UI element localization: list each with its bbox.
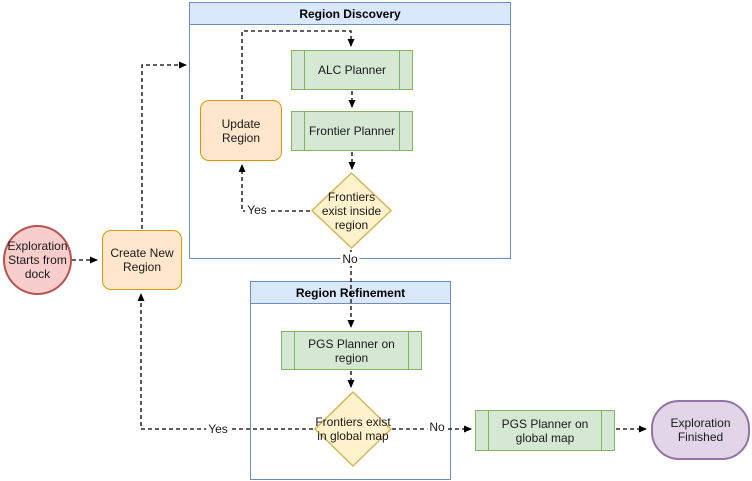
node-exploration-finished-label: Exploration Finished: [670, 416, 731, 444]
decision-diamond-shape: [314, 391, 392, 467]
node-alc-planner: ALC Planner: [291, 50, 413, 90]
edge-create-to-discovery: [141, 61, 187, 229]
decision-diamond-shape: [311, 172, 392, 249]
edge-decision2-yes-to-create: [137, 293, 313, 430]
node-pgs-planner-global-label: PGS Planner on global map: [501, 416, 589, 445]
process-stripe-left: [294, 332, 295, 369]
edge-decision1-yes-to-update: [238, 164, 310, 212]
node-alc-planner-label: ALC Planner: [317, 63, 387, 77]
process-stripe-left: [304, 112, 305, 150]
node-pgs-planner-global: PGS Planner on global map: [475, 410, 615, 451]
node-frontier-planner-label: Frontier Planner: [308, 124, 396, 138]
node-pgs-planner-region: PGS Planner on region: [281, 331, 422, 370]
node-exploration-start: Exploration Starts from dock: [3, 225, 72, 295]
container-region-discovery-title: Region Discovery: [190, 3, 510, 25]
process-stripe-right: [408, 332, 409, 369]
node-decision-frontiers-inside: Frontiers exist inside region: [311, 172, 392, 249]
node-create-new-region: Create New Region: [102, 230, 182, 290]
process-stripe-left: [304, 51, 305, 89]
node-update-region-label: Update Region: [221, 116, 261, 145]
node-pgs-planner-region-label: PGS Planner on region: [308, 336, 395, 365]
node-update-region: Update Region: [200, 100, 282, 161]
node-create-new-region-label: Create New Region: [110, 246, 174, 274]
edge-label-no-bottom: No: [427, 420, 447, 434]
edge-label-yes-top: Yes: [245, 203, 269, 217]
process-stripe-right: [601, 411, 602, 450]
node-exploration-finished: Exploration Finished: [651, 400, 750, 460]
node-frontier-planner: Frontier Planner: [291, 111, 413, 151]
edge-update-to-alc: [241, 30, 355, 99]
node-exploration-start-label: Exploration Starts from dock: [7, 239, 68, 281]
node-decision-frontiers-global-label: Frontiers exist in global map: [315, 415, 391, 443]
node-decision-frontiers-inside-label: Frontiers exist inside region: [321, 189, 382, 232]
process-stripe-right: [399, 51, 400, 89]
process-stripe-left: [488, 411, 489, 450]
process-stripe-right: [399, 112, 400, 150]
edge-label-no-top: No: [340, 252, 360, 266]
node-decision-frontiers-global: Frontiers exist in global map: [314, 391, 392, 467]
edge-label-yes-bottom: Yes: [206, 422, 230, 436]
